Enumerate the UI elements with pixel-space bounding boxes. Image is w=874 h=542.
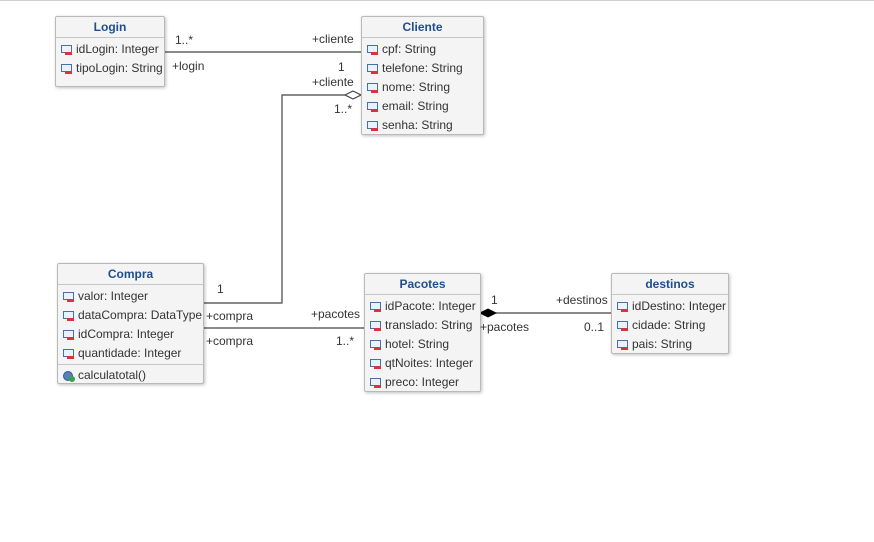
attribute-icon [617,320,629,332]
attribute-icon [367,82,379,94]
class-name-compra: Compra [58,264,203,285]
attribute-row[interactable]: idCompra: Integer [58,325,203,344]
attribute-icon [617,301,629,313]
operation-row[interactable]: calculatotal() [58,366,203,385]
attribute-icon [370,358,382,370]
attribute-row[interactable]: qtNoites: Integer [365,354,480,373]
attribute-row[interactable]: email: String [362,97,483,116]
attribute-row[interactable]: telefone: String [362,59,483,78]
attribute-row[interactable]: valor: Integer [58,287,203,306]
attribute-icon [63,329,75,341]
multiplicity-label-pacotes: 1..* [336,334,355,348]
role-label-compra: +compra [206,309,254,323]
multiplicity-label-pacotes: 1 [491,293,498,307]
multiplicity-label-cliente: 1 [338,60,345,74]
attribute-row[interactable]: translado: String [365,316,480,335]
attribute-row[interactable]: idPacote: Integer [365,297,480,316]
role-label-cliente: +cliente [312,75,354,89]
attribute-icon [61,63,73,75]
class-name-destinos: destinos [612,274,728,295]
attribute-row[interactable]: tipoLogin: String [56,59,164,78]
attribute-icon [617,339,629,351]
attribute-icon [367,44,379,56]
attribute-icon [63,291,75,303]
class-cliente[interactable]: Cliente cpf: String telefone: String nom… [361,16,484,135]
attribute-row[interactable]: idDestino: Integer [612,297,728,316]
role-label-compra: +compra [206,334,254,348]
edge-cliente-compra[interactable] [204,94,345,304]
class-compra[interactable]: Compra valor: Integer dataCompra: DataTy… [57,263,204,384]
top-divider [0,0,874,1]
attribute-icon [367,120,379,132]
attribute-row[interactable]: dataCompra: DataType [58,306,203,325]
aggregation-diamond-cliente [343,90,363,100]
class-pacotes[interactable]: Pacotes idPacote: Integer translado: Str… [364,273,481,392]
role-label-destinos: +destinos [556,293,608,307]
class-name-pacotes: Pacotes [365,274,480,295]
attribute-icon [61,44,73,56]
role-label-cliente: +cliente [312,32,354,46]
composition-diamond-pacotes [478,308,498,318]
multiplicity-label-destinos: 0..1 [584,320,605,334]
attribute-row[interactable]: quantidade: Integer [58,344,203,363]
class-destinos[interactable]: destinos idDestino: Integer cidade: Stri… [611,273,729,354]
role-label-pacotes: +pacotes [311,307,361,321]
role-label-login: +login [172,59,205,73]
attribute-icon [370,339,382,351]
attribute-icon [370,301,382,313]
attribute-row[interactable]: pais: String [612,335,728,354]
class-login[interactable]: Login idLogin: Integer tipoLogin: String [55,16,165,87]
attribute-row[interactable]: preco: Integer [365,373,480,392]
attribute-icon [370,320,382,332]
attribute-row[interactable]: senha: String [362,116,483,135]
class-name-cliente: Cliente [362,17,483,38]
class-name-login: Login [56,17,164,38]
attribute-icon [370,377,382,389]
multiplicity-label-login: 1..* [175,33,194,47]
attribute-icon [367,63,379,75]
multiplicity-label-compra: 1 [217,282,224,296]
attribute-row[interactable]: idLogin: Integer [56,40,164,59]
attribute-row[interactable]: hotel: String [365,335,480,354]
attribute-row[interactable]: cpf: String [362,40,483,59]
attribute-row[interactable]: nome: String [362,78,483,97]
multiplicity-label-cliente: 1..* [334,102,353,116]
operation-icon [63,370,75,382]
attribute-row[interactable]: cidade: String [612,316,728,335]
attribute-icon [63,310,75,322]
attribute-icon [63,348,75,360]
attribute-icon [367,101,379,113]
role-label-pacotes: +pacotes [480,320,530,334]
